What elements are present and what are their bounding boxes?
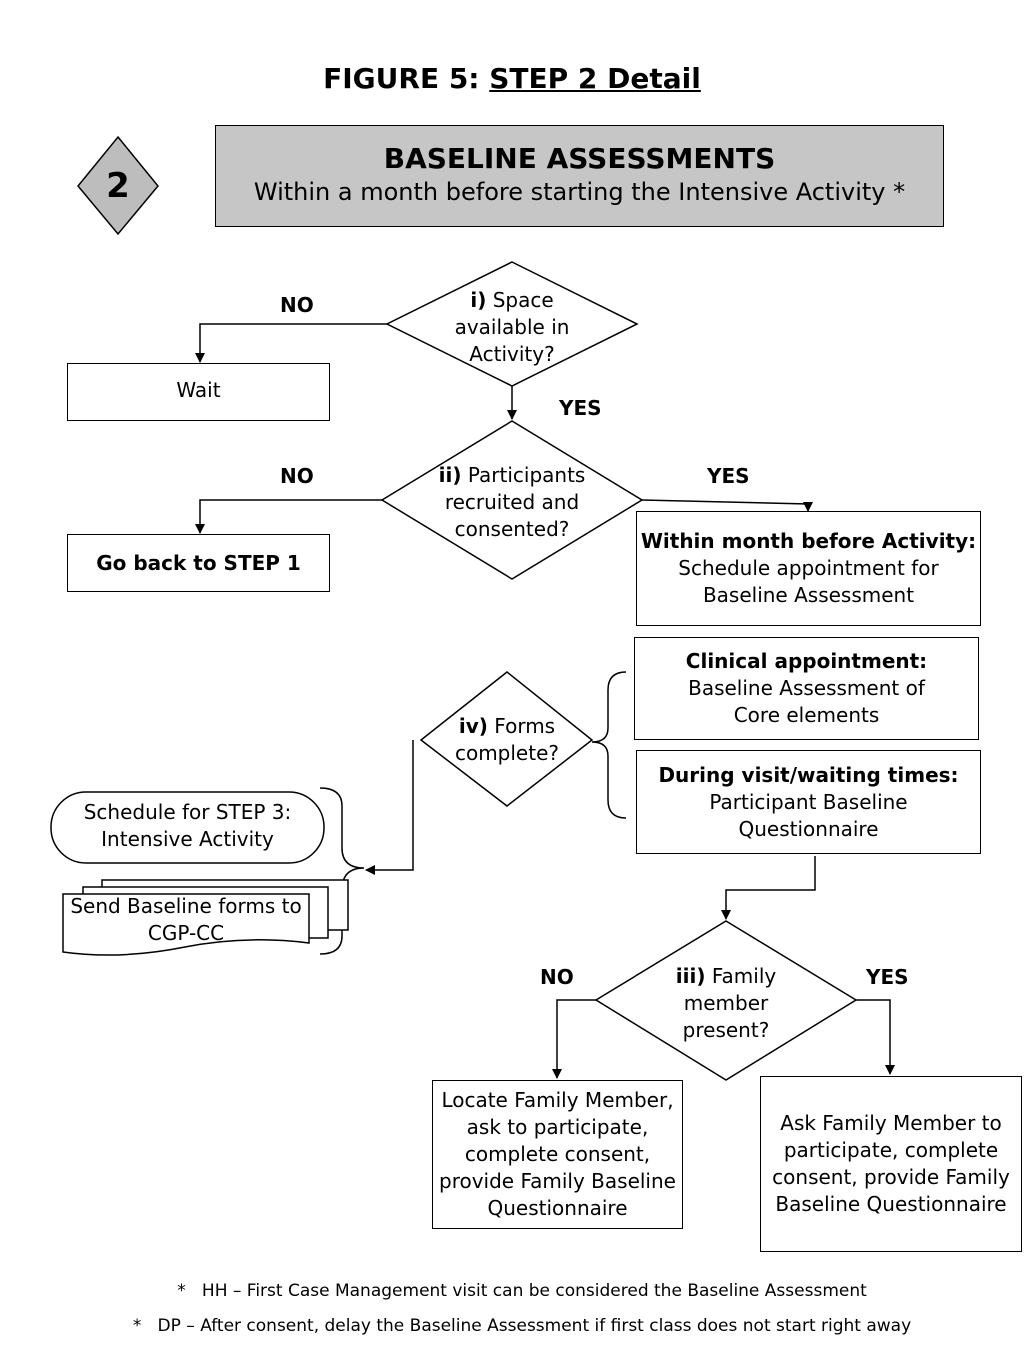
edge-label-d4-yes: YES bbox=[866, 965, 909, 989]
decision-i-number: i) bbox=[470, 288, 487, 312]
decision-iii-shape bbox=[594, 920, 858, 1081]
edge-forms-complete bbox=[365, 740, 414, 875]
schedule-appointment-text: Schedule appointment for Baseline Assess… bbox=[678, 556, 939, 607]
edge-label-d2-no: NO bbox=[280, 464, 314, 488]
header-title: BASELINE ASSESSMENTS bbox=[383, 142, 776, 175]
go-back-box: Go back to STEP 1 bbox=[67, 534, 330, 592]
edge-d4-no bbox=[552, 999, 596, 1079]
decision-i-text: i) Space available in Activity? bbox=[432, 287, 592, 368]
footnote-2: * DP – After consent, delay the Baseline… bbox=[132, 1316, 912, 1336]
decision-ii-text: ii) Participants recruited and consented… bbox=[420, 462, 604, 543]
step3-terminator-shape bbox=[50, 791, 325, 864]
edge-label-d1-yes: YES bbox=[559, 396, 602, 420]
schedule-appointment-title: Within month before Activity: bbox=[640, 529, 977, 553]
go-back-text: Go back to STEP 1 bbox=[96, 550, 301, 575]
ask-family-box: Ask Family Member to participate, comple… bbox=[760, 1076, 1022, 1252]
send-forms-text: Send Baseline forms to CGP-CC bbox=[70, 894, 302, 945]
decision-iv-text: iv) Forms complete? bbox=[440, 713, 574, 767]
edge-label-d1-no: NO bbox=[280, 293, 314, 317]
figure-step-title: STEP 2 Detail bbox=[489, 62, 701, 95]
header-subtitle: Within a month before starting the Inten… bbox=[253, 178, 906, 206]
decision-iv-number: iv) bbox=[458, 714, 488, 738]
forms-stack-front bbox=[62, 893, 310, 956]
schedule-appointment-box: Within month before Activity: Schedule a… bbox=[636, 511, 981, 626]
decision-ii-number: ii) bbox=[438, 463, 462, 487]
decision-iii-question: Family member present? bbox=[682, 964, 777, 1042]
figure-title: FIGURE 5: STEP 2 Detail bbox=[0, 62, 1024, 95]
edge-label-d4-no: NO bbox=[540, 965, 574, 989]
decision-iii-text: iii) Family member present? bbox=[658, 963, 794, 1044]
locate-family-text: Locate Family Member, ask to participate… bbox=[439, 1088, 676, 1220]
step-badge-shape bbox=[77, 135, 159, 236]
decision-iii-number: iii) bbox=[675, 964, 706, 988]
edge-d4-yes bbox=[856, 999, 895, 1075]
decision-iv-question: Forms complete? bbox=[454, 714, 560, 765]
step3-terminator-text: Schedule for STEP 3: Intensive Activity bbox=[83, 800, 292, 851]
edge-visit-to-family bbox=[721, 856, 816, 920]
edge-d2-no bbox=[195, 499, 382, 534]
footnote-1: * HH – First Case Management visit can b… bbox=[177, 1281, 867, 1301]
wait-box: Wait bbox=[67, 363, 330, 421]
clinical-appointment-title: Clinical appointment: bbox=[685, 649, 928, 673]
visit-questionnaire-title: During visit/waiting times: bbox=[658, 762, 959, 787]
decision-iv-shape bbox=[419, 671, 594, 807]
edge-label-d2-yes: YES bbox=[707, 464, 750, 488]
decision-ii-question: Participants recruited and consented? bbox=[444, 463, 586, 541]
edge-d1-no bbox=[195, 323, 387, 363]
visit-questionnaire-text: Participant Baseline Questionnaire bbox=[709, 789, 908, 841]
header-banner: BASELINE ASSESSMENTS Within a month befo… bbox=[215, 125, 944, 227]
visit-questionnaire-box: During visit/waiting times: Participant … bbox=[636, 750, 981, 854]
ask-family-text: Ask Family Member to participate, comple… bbox=[772, 1111, 1010, 1216]
left-brace bbox=[319, 787, 365, 955]
decision-i-question: Space available in Activity? bbox=[454, 288, 570, 366]
decision-ii-shape bbox=[380, 420, 644, 580]
step-badge-number: 2 bbox=[106, 166, 130, 206]
figure-prefix: FIGURE 5: bbox=[323, 62, 490, 95]
right-brace bbox=[591, 671, 627, 819]
locate-family-box: Locate Family Member, ask to participate… bbox=[432, 1080, 683, 1229]
wait-text: Wait bbox=[176, 378, 221, 402]
clinical-appointment-box: Clinical appointment: Baseline Assessmen… bbox=[634, 637, 979, 740]
clinical-appointment-text: Baseline Assessment of Core elements bbox=[688, 676, 925, 727]
edge-d2-yes bbox=[641, 499, 813, 512]
